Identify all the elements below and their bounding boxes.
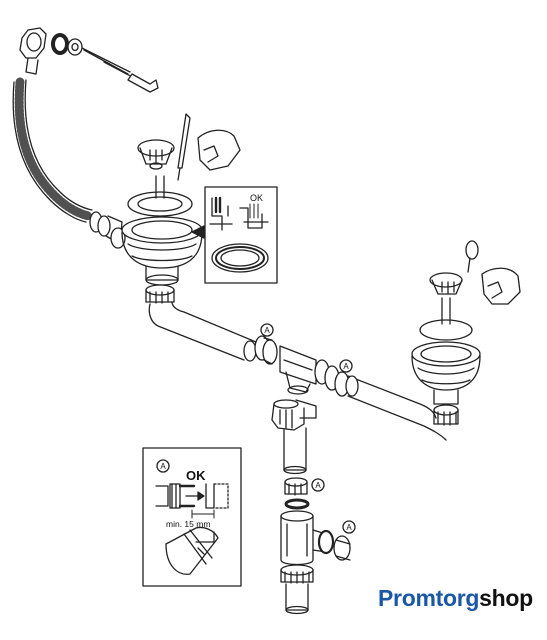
t-fitting xyxy=(279,345,317,395)
inset-a-marker: A xyxy=(160,462,166,471)
callout-a-3 xyxy=(311,478,325,492)
callout-a-4-label: A xyxy=(346,523,352,532)
brand-logo[interactable]: Promtorgshop xyxy=(378,585,533,611)
brand-name-primary: Promtorg xyxy=(378,585,480,611)
overflow-screw xyxy=(67,38,131,75)
strainer-plug-right xyxy=(429,272,463,295)
callout-a-1 xyxy=(260,323,274,337)
hose-connector xyxy=(89,211,126,249)
overflow-head xyxy=(19,27,47,75)
trap-nut-top xyxy=(284,477,308,496)
outlet-nut-left xyxy=(145,284,175,304)
inset-ok-label: OK xyxy=(250,193,263,203)
strainer-plug-left xyxy=(137,139,175,170)
inset-mounting xyxy=(191,186,278,284)
drain-pipe-right xyxy=(345,375,447,441)
inset-a-ok-label: OK xyxy=(186,468,206,483)
screwdriver-icon xyxy=(177,113,191,181)
callout-a-1-label: A xyxy=(264,326,270,335)
sink-bowl-left xyxy=(121,175,203,286)
bottle-trap xyxy=(280,510,327,566)
overflow-hose xyxy=(12,77,94,223)
callout-a-2-label: A xyxy=(343,362,349,371)
overflow-head-right xyxy=(465,240,479,273)
callout-a-2 xyxy=(339,359,353,373)
inset-detail-a xyxy=(142,447,242,587)
pipe-nut-right xyxy=(314,359,350,397)
trap-side-nut xyxy=(317,529,351,561)
screwdriver-icon xyxy=(103,61,159,93)
brand-name-secondary: shop xyxy=(479,585,533,611)
outlet-nut-right xyxy=(433,404,459,426)
overflow-seal-ring xyxy=(51,33,69,55)
trap-seal-ring xyxy=(284,498,310,510)
inset-a-min-label: min. 15 mm xyxy=(166,519,210,529)
trap-bottom-cup xyxy=(280,564,314,615)
callout-a-3-label: A xyxy=(315,481,321,490)
drain-pipe-left xyxy=(148,301,257,362)
hand-icon xyxy=(197,129,241,171)
hand-icon xyxy=(481,267,521,305)
sink-bowl-right xyxy=(411,297,481,405)
downpipe-fitting xyxy=(271,399,317,475)
pipe-nut-left xyxy=(254,335,278,365)
callout-a-4 xyxy=(342,520,356,534)
